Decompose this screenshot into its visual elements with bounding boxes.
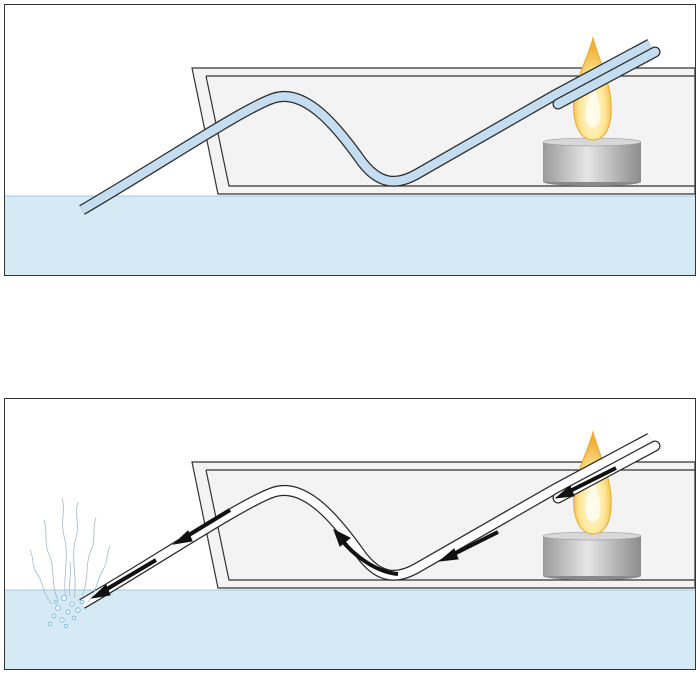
tube-empty [79, 434, 653, 608]
boat-diagram-after [4, 398, 696, 670]
tube-water [79, 40, 653, 214]
flow-arrows [90, 466, 617, 599]
flow-arrow-bend [333, 528, 399, 576]
water [5, 590, 695, 669]
bubbles [47, 595, 85, 629]
diagram-panel-after [4, 398, 696, 670]
flow-arrow-upper [172, 508, 232, 545]
boat-diagram-before [4, 4, 696, 276]
candle [543, 142, 641, 182]
diagram-panel-before [4, 4, 696, 276]
tube-coil-water [553, 47, 660, 109]
candle [543, 536, 641, 576]
flame-core [585, 476, 601, 522]
water [5, 196, 695, 275]
steam-wisps [29, 497, 111, 605]
flow-arrow-straight [438, 530, 499, 562]
flow-arrow-exit [90, 558, 158, 599]
flame-core [585, 82, 601, 128]
flow-arrow-coil [554, 466, 617, 499]
